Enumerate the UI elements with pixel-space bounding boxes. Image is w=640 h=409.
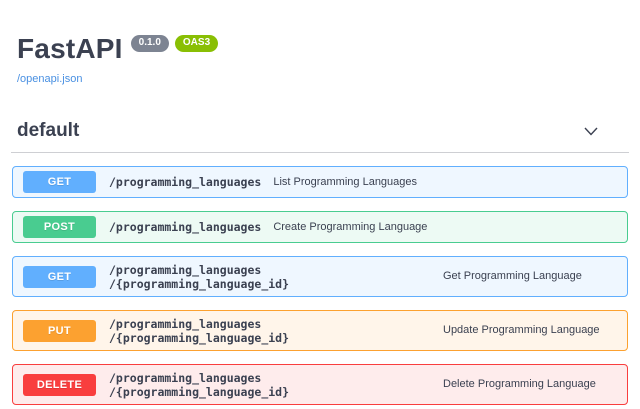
operation-row[interactable]: DELETE /programming_languages/{programmi… [12, 364, 628, 405]
method-badge: POST [23, 216, 96, 238]
operation-summary: Get Programming Language [443, 270, 582, 282]
operation-summary: List Programming Languages [273, 175, 418, 188]
method-badge: PUT [23, 319, 96, 342]
operation-row[interactable]: PUT /programming_languages/{programming_… [12, 310, 628, 351]
operation-row[interactable]: POST /programming_languages Create Progr… [12, 211, 628, 243]
method-badge: GET [23, 171, 96, 193]
operations-list: GET /programming_languages List Programm… [12, 166, 628, 405]
operation-summary: Create Programming Language [273, 220, 428, 233]
openapi-spec-link[interactable]: /openapi.json [17, 73, 83, 85]
operation-summary: Delete Programming Language [443, 378, 596, 390]
version-badge: 0.1.0 [130, 35, 169, 52]
page-title: FastAPI [17, 33, 123, 64]
operation-summary: Update Programming Language [443, 324, 600, 336]
operation-row[interactable]: GET /programming_languages/{programming_… [12, 256, 628, 297]
endpoint-path[interactable]: /programming_languages/{programming_lang… [109, 262, 290, 291]
endpoint-path[interactable]: /programming_languages [109, 175, 262, 189]
operation-row[interactable]: GET /programming_languages List Programm… [12, 166, 628, 198]
section-header-default[interactable]: default [11, 120, 629, 153]
chevron-down-icon[interactable] [581, 121, 601, 141]
endpoint-path[interactable]: /programming_languages/{programming_lang… [109, 370, 290, 399]
method-badge: DELETE [23, 373, 96, 396]
endpoint-path[interactable]: /programming_languages [109, 220, 262, 234]
endpoint-path[interactable]: /programming_languages/{programming_lang… [109, 316, 290, 345]
method-badge: GET [23, 265, 96, 288]
api-info-header: FastAPI 0.1.0 OAS3 /openapi.json [0, 0, 640, 87]
section-title: default [17, 120, 80, 141]
oas3-badge: OAS3 [174, 35, 219, 52]
